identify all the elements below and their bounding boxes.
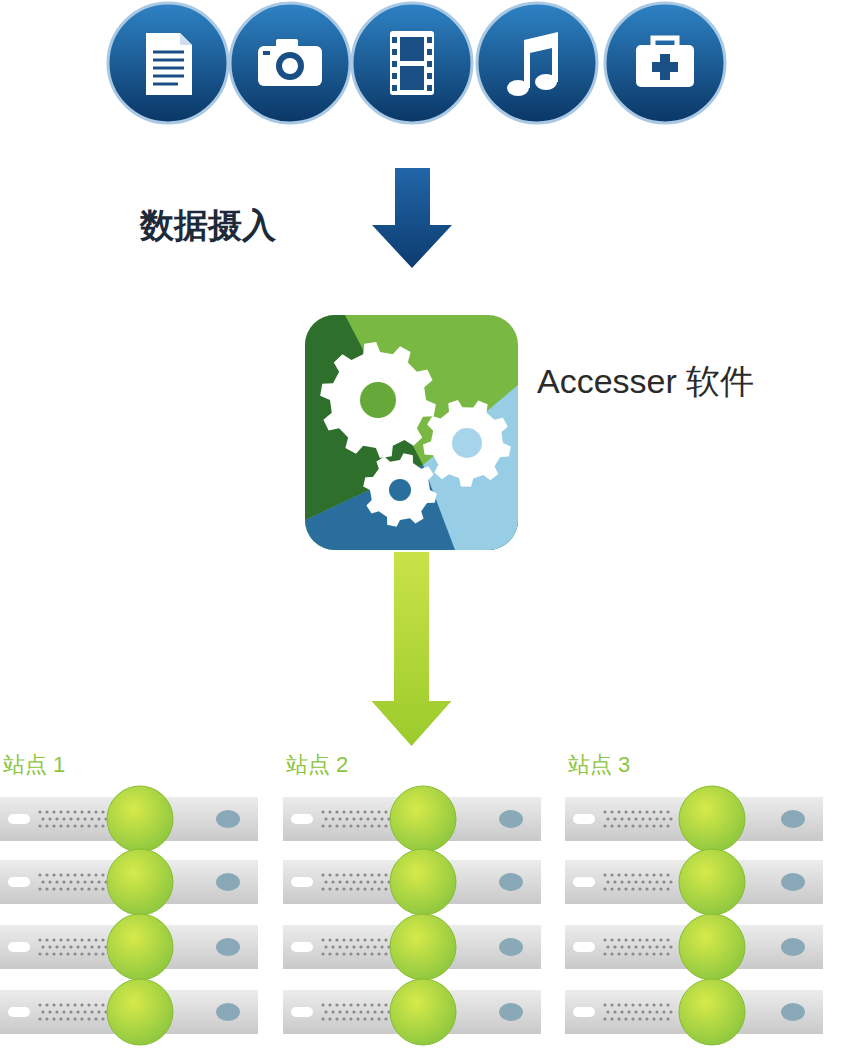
server-unit — [0, 786, 258, 852]
server-rack — [283, 748, 541, 1048]
server-unit — [0, 849, 258, 915]
server-unit — [565, 786, 823, 852]
server-unit — [283, 849, 541, 915]
site-group: 站点 3 — [565, 748, 823, 1048]
icon-document — [108, 3, 228, 123]
gear — [423, 400, 511, 487]
software-icon — [305, 315, 518, 550]
server-unit — [565, 914, 823, 980]
gear — [320, 342, 436, 458]
server-unit — [0, 914, 258, 980]
server-rack — [565, 748, 823, 1048]
site-group: 站点 1 — [0, 748, 258, 1048]
site-label: 站点 2 — [286, 750, 348, 780]
server-unit — [283, 786, 541, 852]
site-label: 站点 3 — [568, 750, 630, 780]
software-label: Accesser 软件 — [537, 359, 754, 405]
server-rack — [0, 748, 258, 1048]
software-box: Accesser 软件 — [305, 315, 518, 550]
server-unit — [0, 979, 258, 1045]
server-unit — [565, 979, 823, 1045]
flow-arrow — [372, 552, 452, 746]
server-unit — [283, 914, 541, 980]
site-group: 站点 2 — [283, 748, 541, 1048]
ingest-arrow — [372, 168, 452, 268]
server-unit — [283, 979, 541, 1045]
icon-film — [352, 3, 472, 123]
flow-label: 数据摄入 — [140, 203, 276, 249]
icon-music — [477, 3, 597, 123]
site-label: 站点 1 — [3, 750, 65, 780]
gear — [363, 453, 437, 527]
icon-camera — [230, 3, 350, 123]
server-unit — [565, 849, 823, 915]
icon-medical-kit — [605, 3, 725, 123]
